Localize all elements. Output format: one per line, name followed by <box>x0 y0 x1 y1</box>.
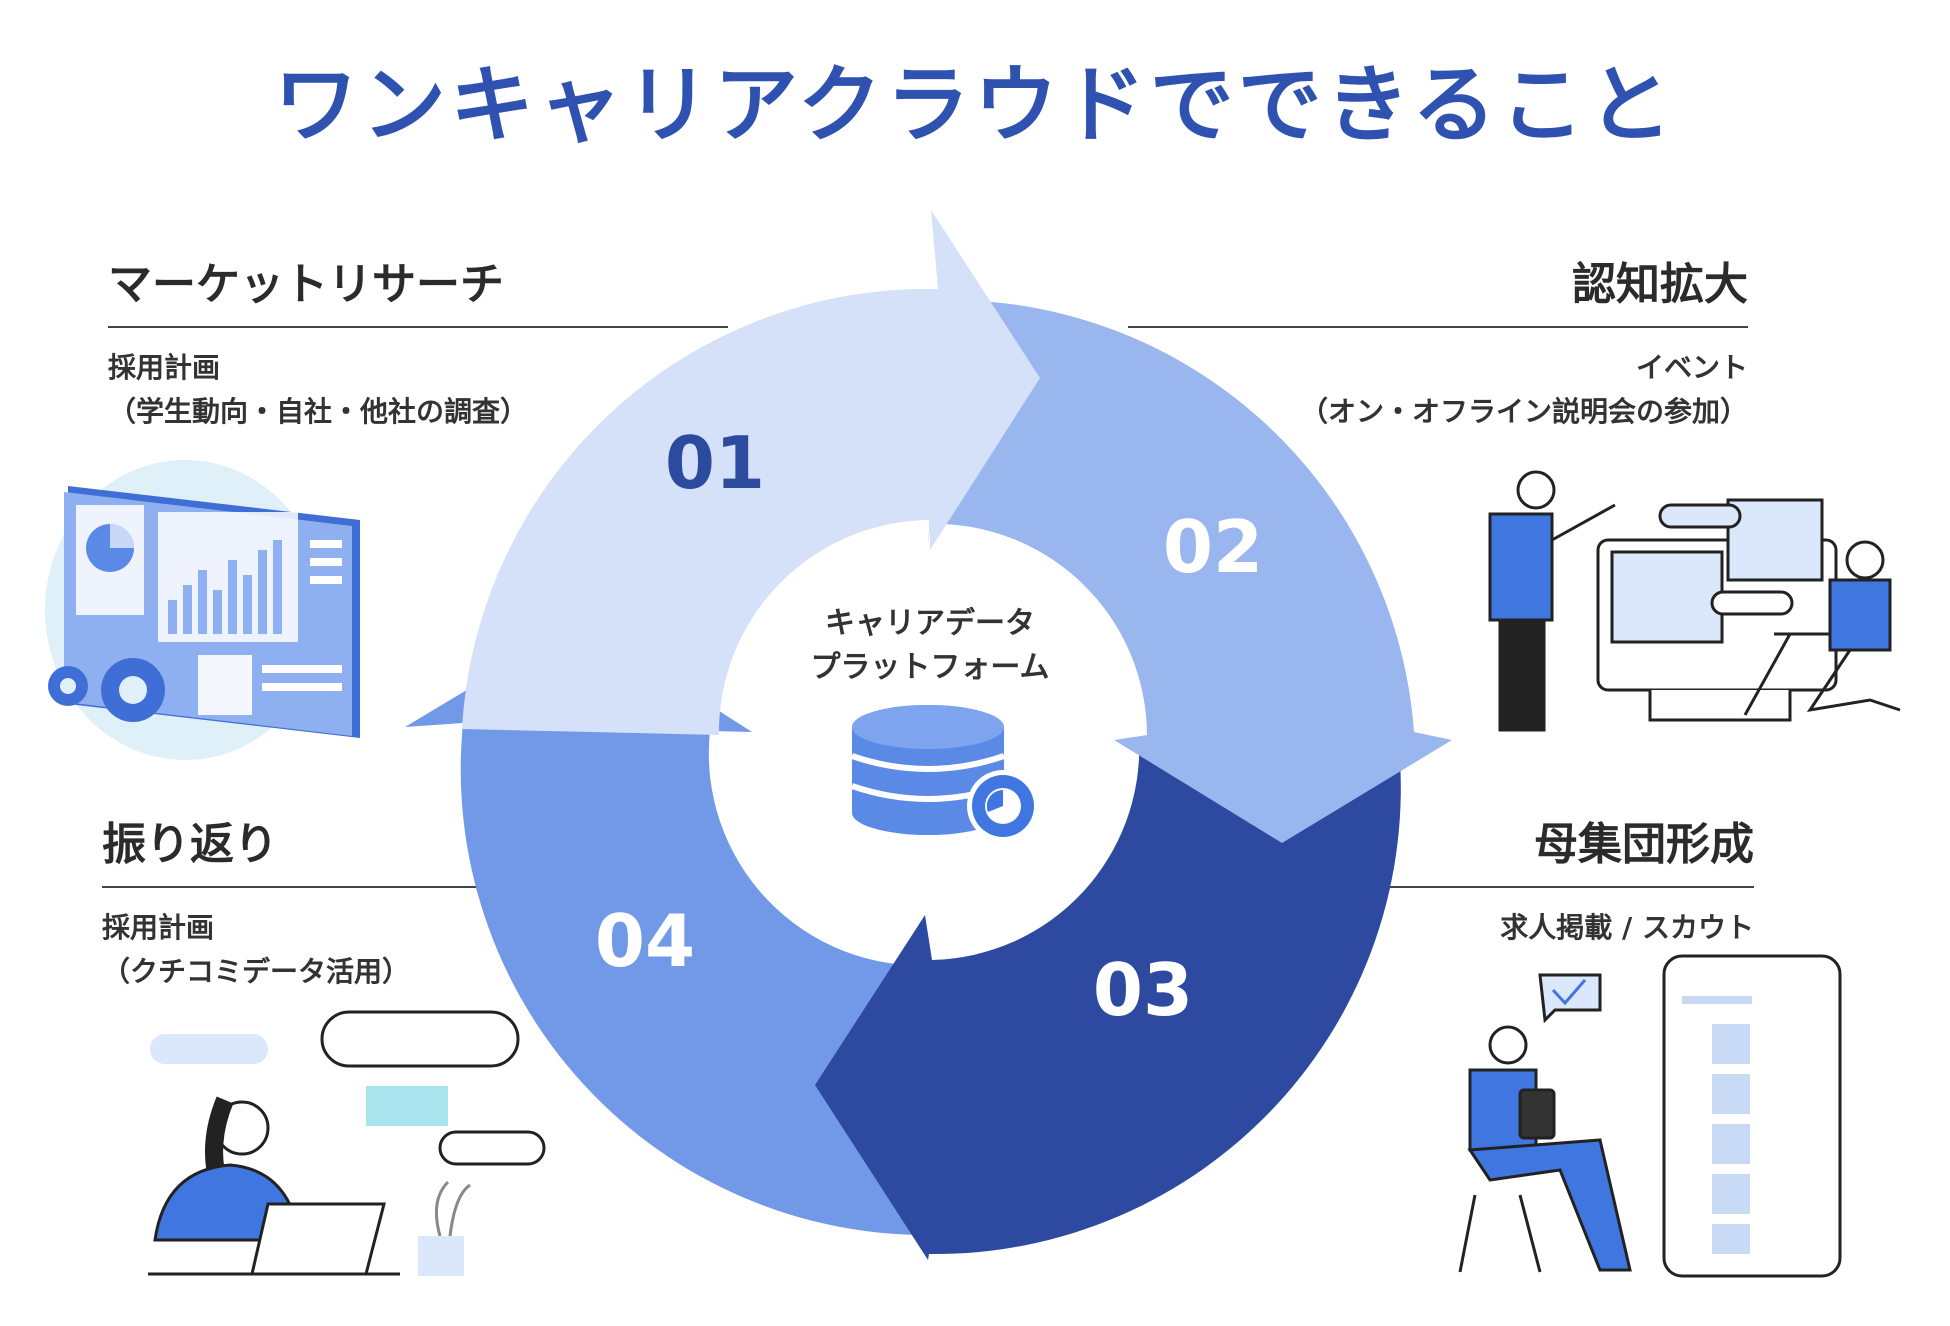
step-number-03: 03 <box>1093 948 1193 1032</box>
center-label-line1: キャリアデータ <box>780 602 1080 646</box>
center-label: キャリアデータ プラットフォーム <box>780 602 1080 690</box>
logo-badge-icon <box>967 770 1039 842</box>
step-number-04: 04 <box>595 899 695 983</box>
tablet-checklist-illustration <box>1460 956 1840 1276</box>
dashboard-illustration <box>45 460 360 760</box>
step-number-01: 01 <box>665 421 765 505</box>
step-number-02: 02 <box>1163 505 1263 589</box>
laptop-chat-illustration <box>148 1012 544 1276</box>
center-label-line2: プラットフォーム <box>780 646 1080 690</box>
online-event-illustration <box>1490 472 1900 730</box>
